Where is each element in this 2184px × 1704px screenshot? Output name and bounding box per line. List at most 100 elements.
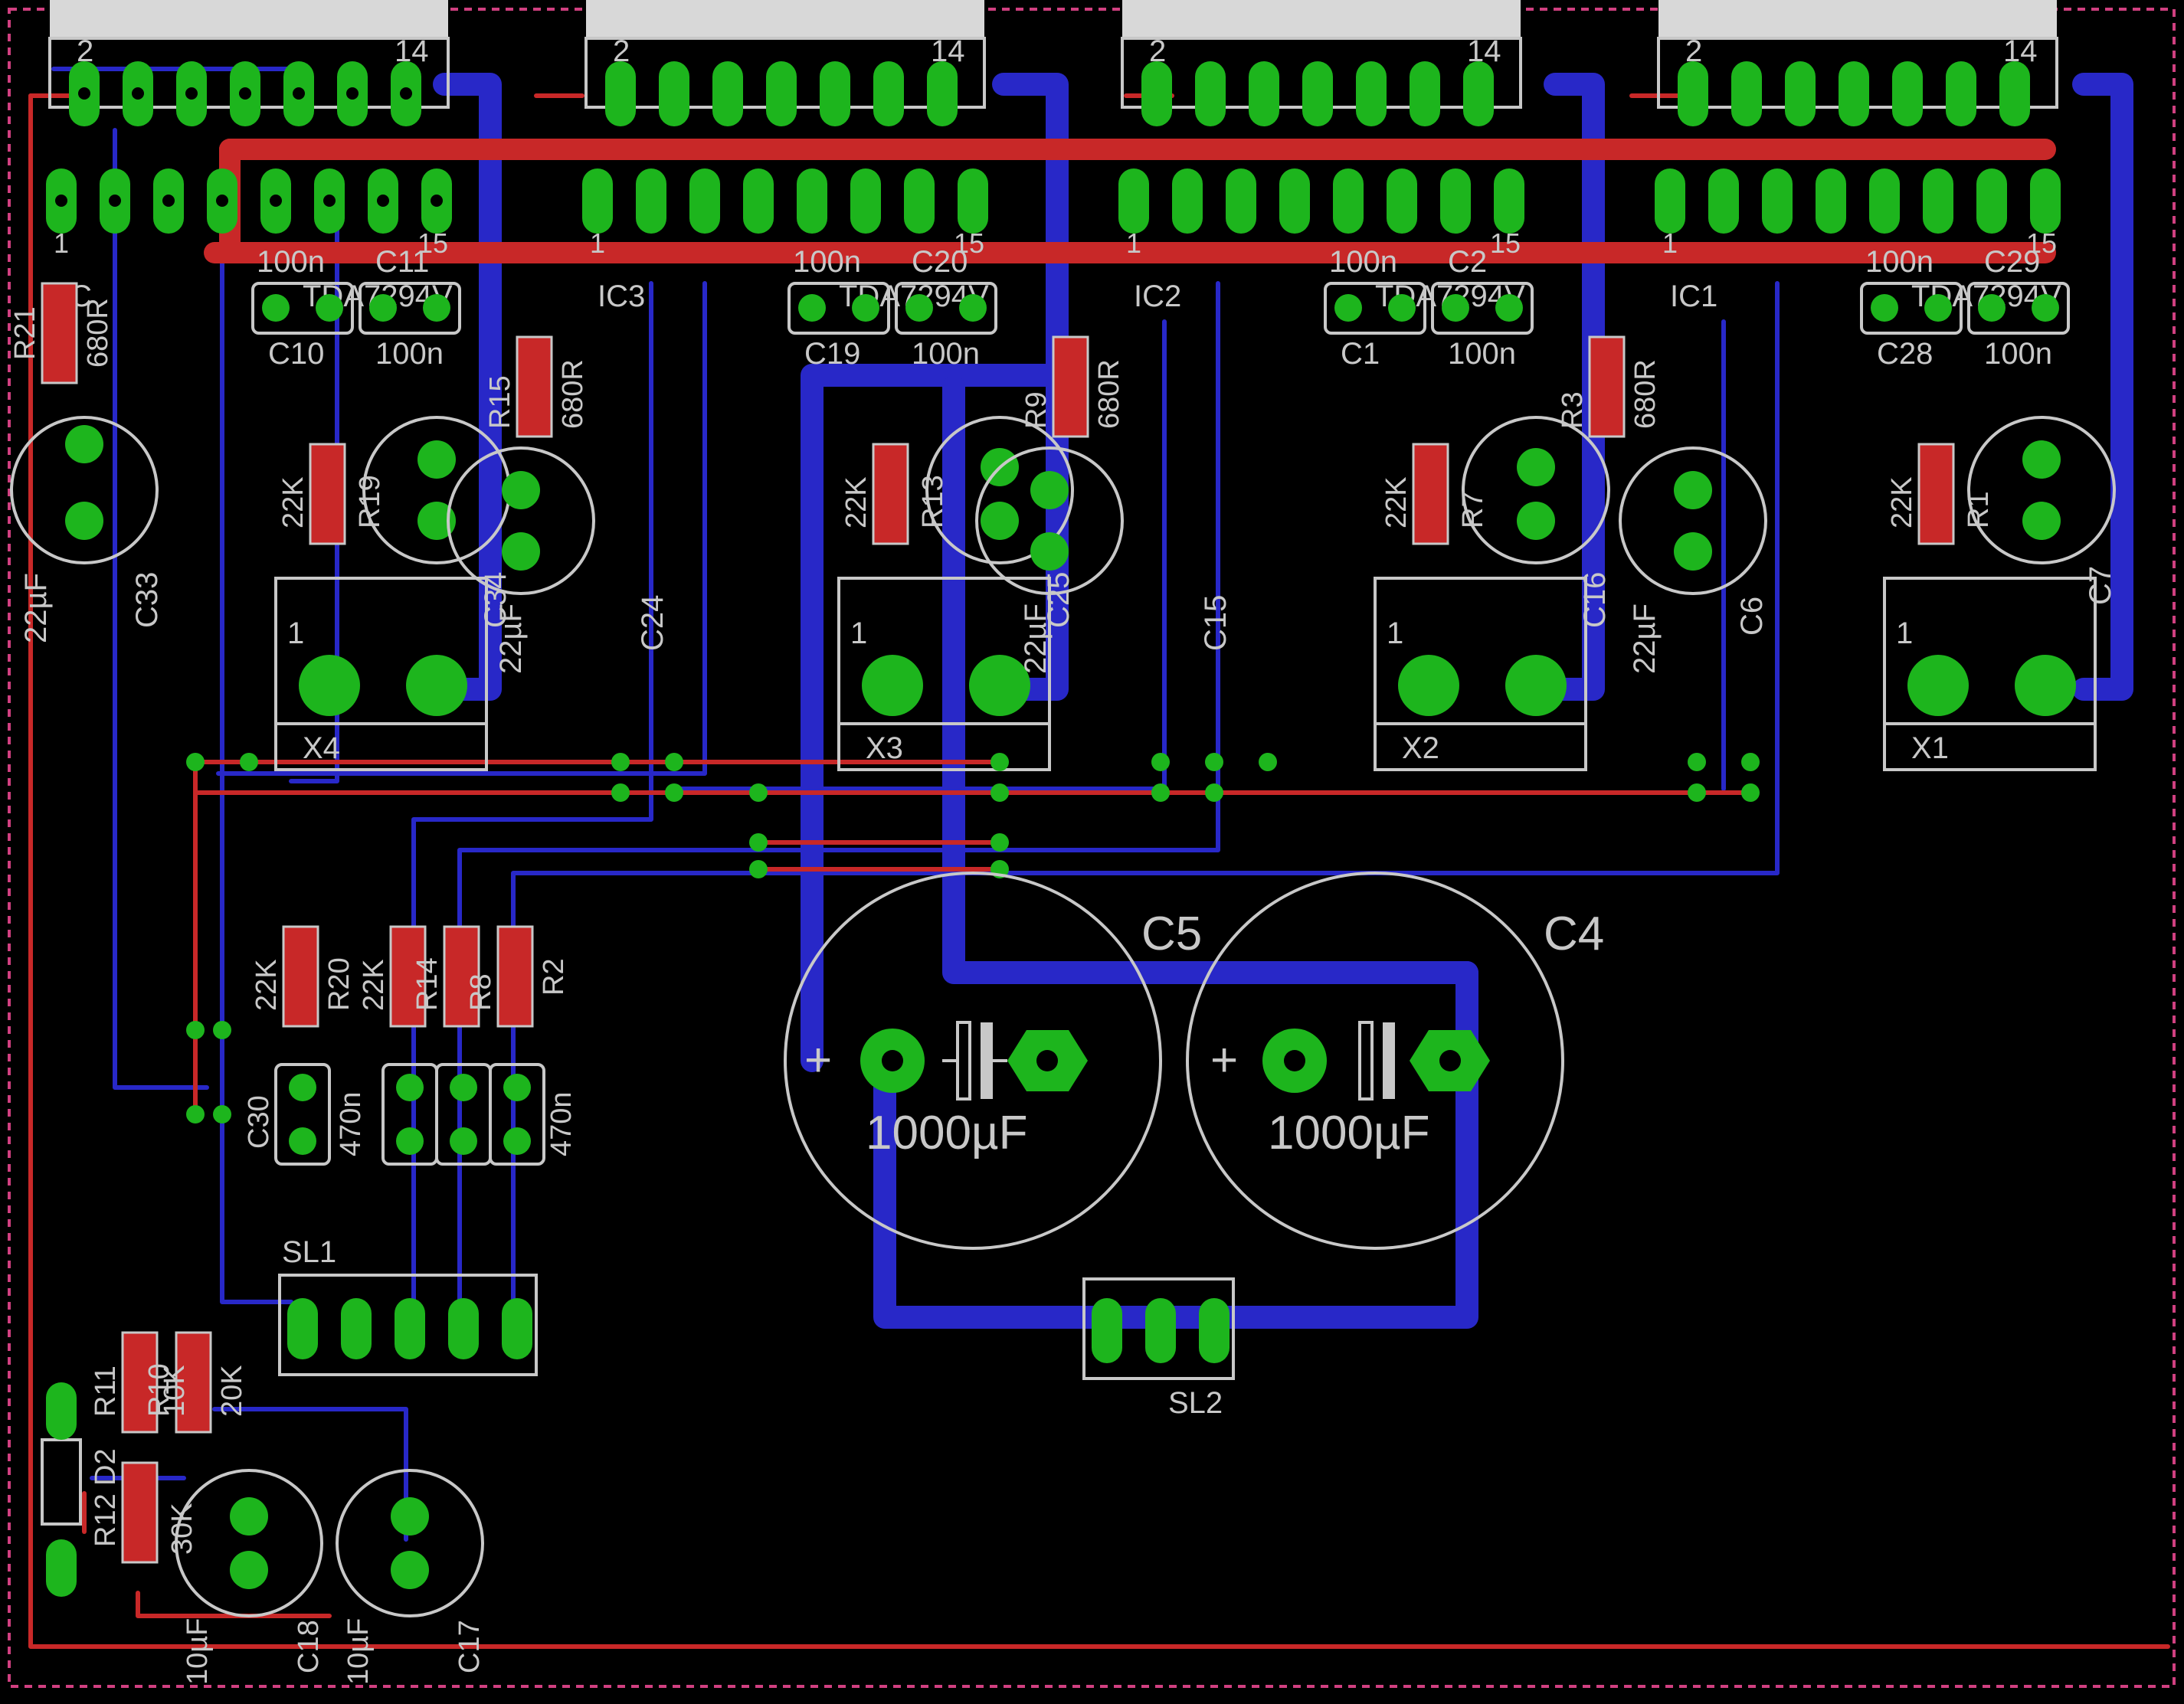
cap-top-name: C2 — [1448, 245, 1487, 279]
elcap-name: C34 — [479, 572, 512, 628]
res2-value: 22K — [840, 476, 873, 528]
r10-label: R10 — [143, 1363, 175, 1417]
resistor-r19 — [309, 443, 346, 545]
cap-right-value: 100n — [1984, 337, 2052, 371]
ic-pin15-label: 15 — [2026, 227, 2057, 259]
ic-pin1-label: 1 — [1662, 227, 1678, 259]
resistor-r15 — [516, 335, 553, 438]
resistor-r11 — [121, 1331, 159, 1434]
cap-top-value: 100n — [1329, 245, 1397, 279]
ic-pin14-label: 14 — [1467, 34, 1501, 68]
elcap-name-c15: C15 — [1199, 595, 1233, 651]
resistor-value: 680R — [1093, 359, 1125, 429]
conn-pin-label: 1 — [1896, 617, 1913, 650]
c5-value: 1000µF — [866, 1107, 1028, 1159]
r14-value: 22K — [358, 959, 390, 1011]
elcap-value: 22µF — [1019, 603, 1053, 674]
cap-top-name: C29 — [1984, 245, 2040, 279]
sl1-label: SL1 — [282, 1235, 336, 1269]
ic-block-ic1: 2 14 1 15 IC1 100n C29 TDA7294V C28 100n… — [1557, 0, 2117, 771]
ic-block-ic2: 2 14 1 15 IC2 100n C2 TDA7294V C1 100n R… — [975, 0, 1612, 771]
res2-name: R7 — [1457, 491, 1489, 528]
cap-top-value: 100n — [257, 245, 325, 279]
vias — [186, 753, 1760, 1123]
r14-name: R14 — [411, 957, 444, 1011]
r2-name: R2 — [538, 958, 570, 996]
resistor-r20 — [282, 925, 319, 1028]
elcap-name: C7 — [2084, 566, 2117, 605]
c30-value: 470n — [335, 1091, 367, 1156]
ic-pin1-label: 1 — [590, 227, 605, 259]
ic-pin14-label: 14 — [931, 34, 965, 68]
bias-section: R11 R10 10K 20K R12 D2 30K 10µF C18 10µF… — [41, 1331, 486, 1685]
ic-pin15-label: 15 — [417, 227, 448, 259]
cap-left-name: C28 — [1877, 337, 1933, 371]
resistor-name: R3 — [1557, 391, 1589, 429]
cap-right-value: 100n — [1448, 337, 1516, 371]
elcap-name: C16 — [1578, 572, 1612, 628]
conn-name: X2 — [1402, 731, 1439, 765]
resistor-value: 680R — [1629, 359, 1662, 429]
c18-label: C18 — [293, 1620, 325, 1673]
conn-pin-label: 1 — [1387, 617, 1403, 650]
resistor-r7 — [1412, 443, 1449, 545]
board-outline — [8, 8, 2176, 1688]
res2-value: 22K — [277, 476, 309, 528]
ic-pin1-label: 1 — [1126, 227, 1141, 259]
r20-value: 22K — [250, 959, 283, 1011]
res2-value: 22K — [1886, 476, 1918, 528]
ic-block-ic4: 2 14 1 15 IC 100n C11 TDA7294V C10 100n … — [9, 0, 670, 771]
cap-top-value: 100n — [1865, 245, 1934, 279]
cap-right-value: 100n — [912, 337, 980, 371]
cap-top-value: 100n — [793, 245, 861, 279]
resistor-value: 680R — [557, 359, 589, 429]
cap-top-name: C11 — [375, 245, 429, 279]
elcap-name-c33: C33 — [130, 572, 164, 628]
cap-left-name: C19 — [804, 337, 860, 371]
d2-label: D2 — [90, 1448, 122, 1486]
resistor-r10 — [175, 1331, 212, 1434]
resistor-name: R15 — [484, 375, 516, 429]
big-cap-c4: + C4 1000µF — [1186, 872, 1604, 1250]
c30-name: C30 — [243, 1095, 275, 1149]
ic-top-pads — [69, 61, 421, 126]
conn-name: X1 — [1911, 731, 1949, 765]
resistor-r9 — [1052, 335, 1089, 438]
ic-pin2-label: 2 — [613, 34, 630, 68]
resistor-name: R21 — [9, 306, 41, 360]
c5-plus: + — [804, 1034, 832, 1087]
c4-plus: + — [1210, 1034, 1238, 1087]
connector-sl2: SL2 — [1082, 1277, 1235, 1420]
r11-label: R11 — [90, 1365, 122, 1417]
cap-c24: C24 — [636, 595, 670, 651]
resistor-r2 — [496, 925, 534, 1028]
cap-top-name: C20 — [912, 245, 968, 279]
elcap-name: C25 — [1042, 572, 1076, 628]
elcap-name-c6: C6 — [1735, 597, 1769, 636]
c3-value: 470n — [545, 1091, 578, 1156]
ic-pin2-label: 2 — [77, 34, 93, 68]
conn-pin-label: 1 — [287, 617, 304, 650]
c5-name: C5 — [1141, 908, 1202, 960]
resistor-r21 — [41, 282, 78, 384]
resistor-r8 — [443, 925, 480, 1028]
resistor-name: R9 — [1020, 391, 1053, 429]
diode-d2 — [41, 1438, 82, 1526]
ic-pin14-label: 14 — [2003, 34, 2038, 68]
ic-pin15-label: 15 — [954, 227, 984, 259]
c18-value: 10µF — [182, 1618, 214, 1685]
resistor-r1 — [1917, 443, 1955, 545]
ic-name-label: IC3 — [598, 280, 645, 313]
big-cap-c5: + C5 1000µF — [784, 872, 1202, 1250]
elcap-value: 22µF — [494, 603, 528, 674]
r10-value: 10K — [159, 1365, 191, 1417]
conn-name: X4 — [303, 731, 340, 765]
sl2-label: SL2 — [1168, 1386, 1223, 1420]
c17-value: 10µF — [342, 1618, 375, 1685]
ic-pin15-label: 15 — [1490, 227, 1521, 259]
ic-name-label: IC1 — [1670, 280, 1717, 313]
r10b-value: 20K — [216, 1365, 248, 1417]
cap-left-name: C10 — [268, 337, 324, 371]
conn-pin-label: 1 — [850, 617, 867, 650]
r8-name: R8 — [465, 973, 497, 1011]
